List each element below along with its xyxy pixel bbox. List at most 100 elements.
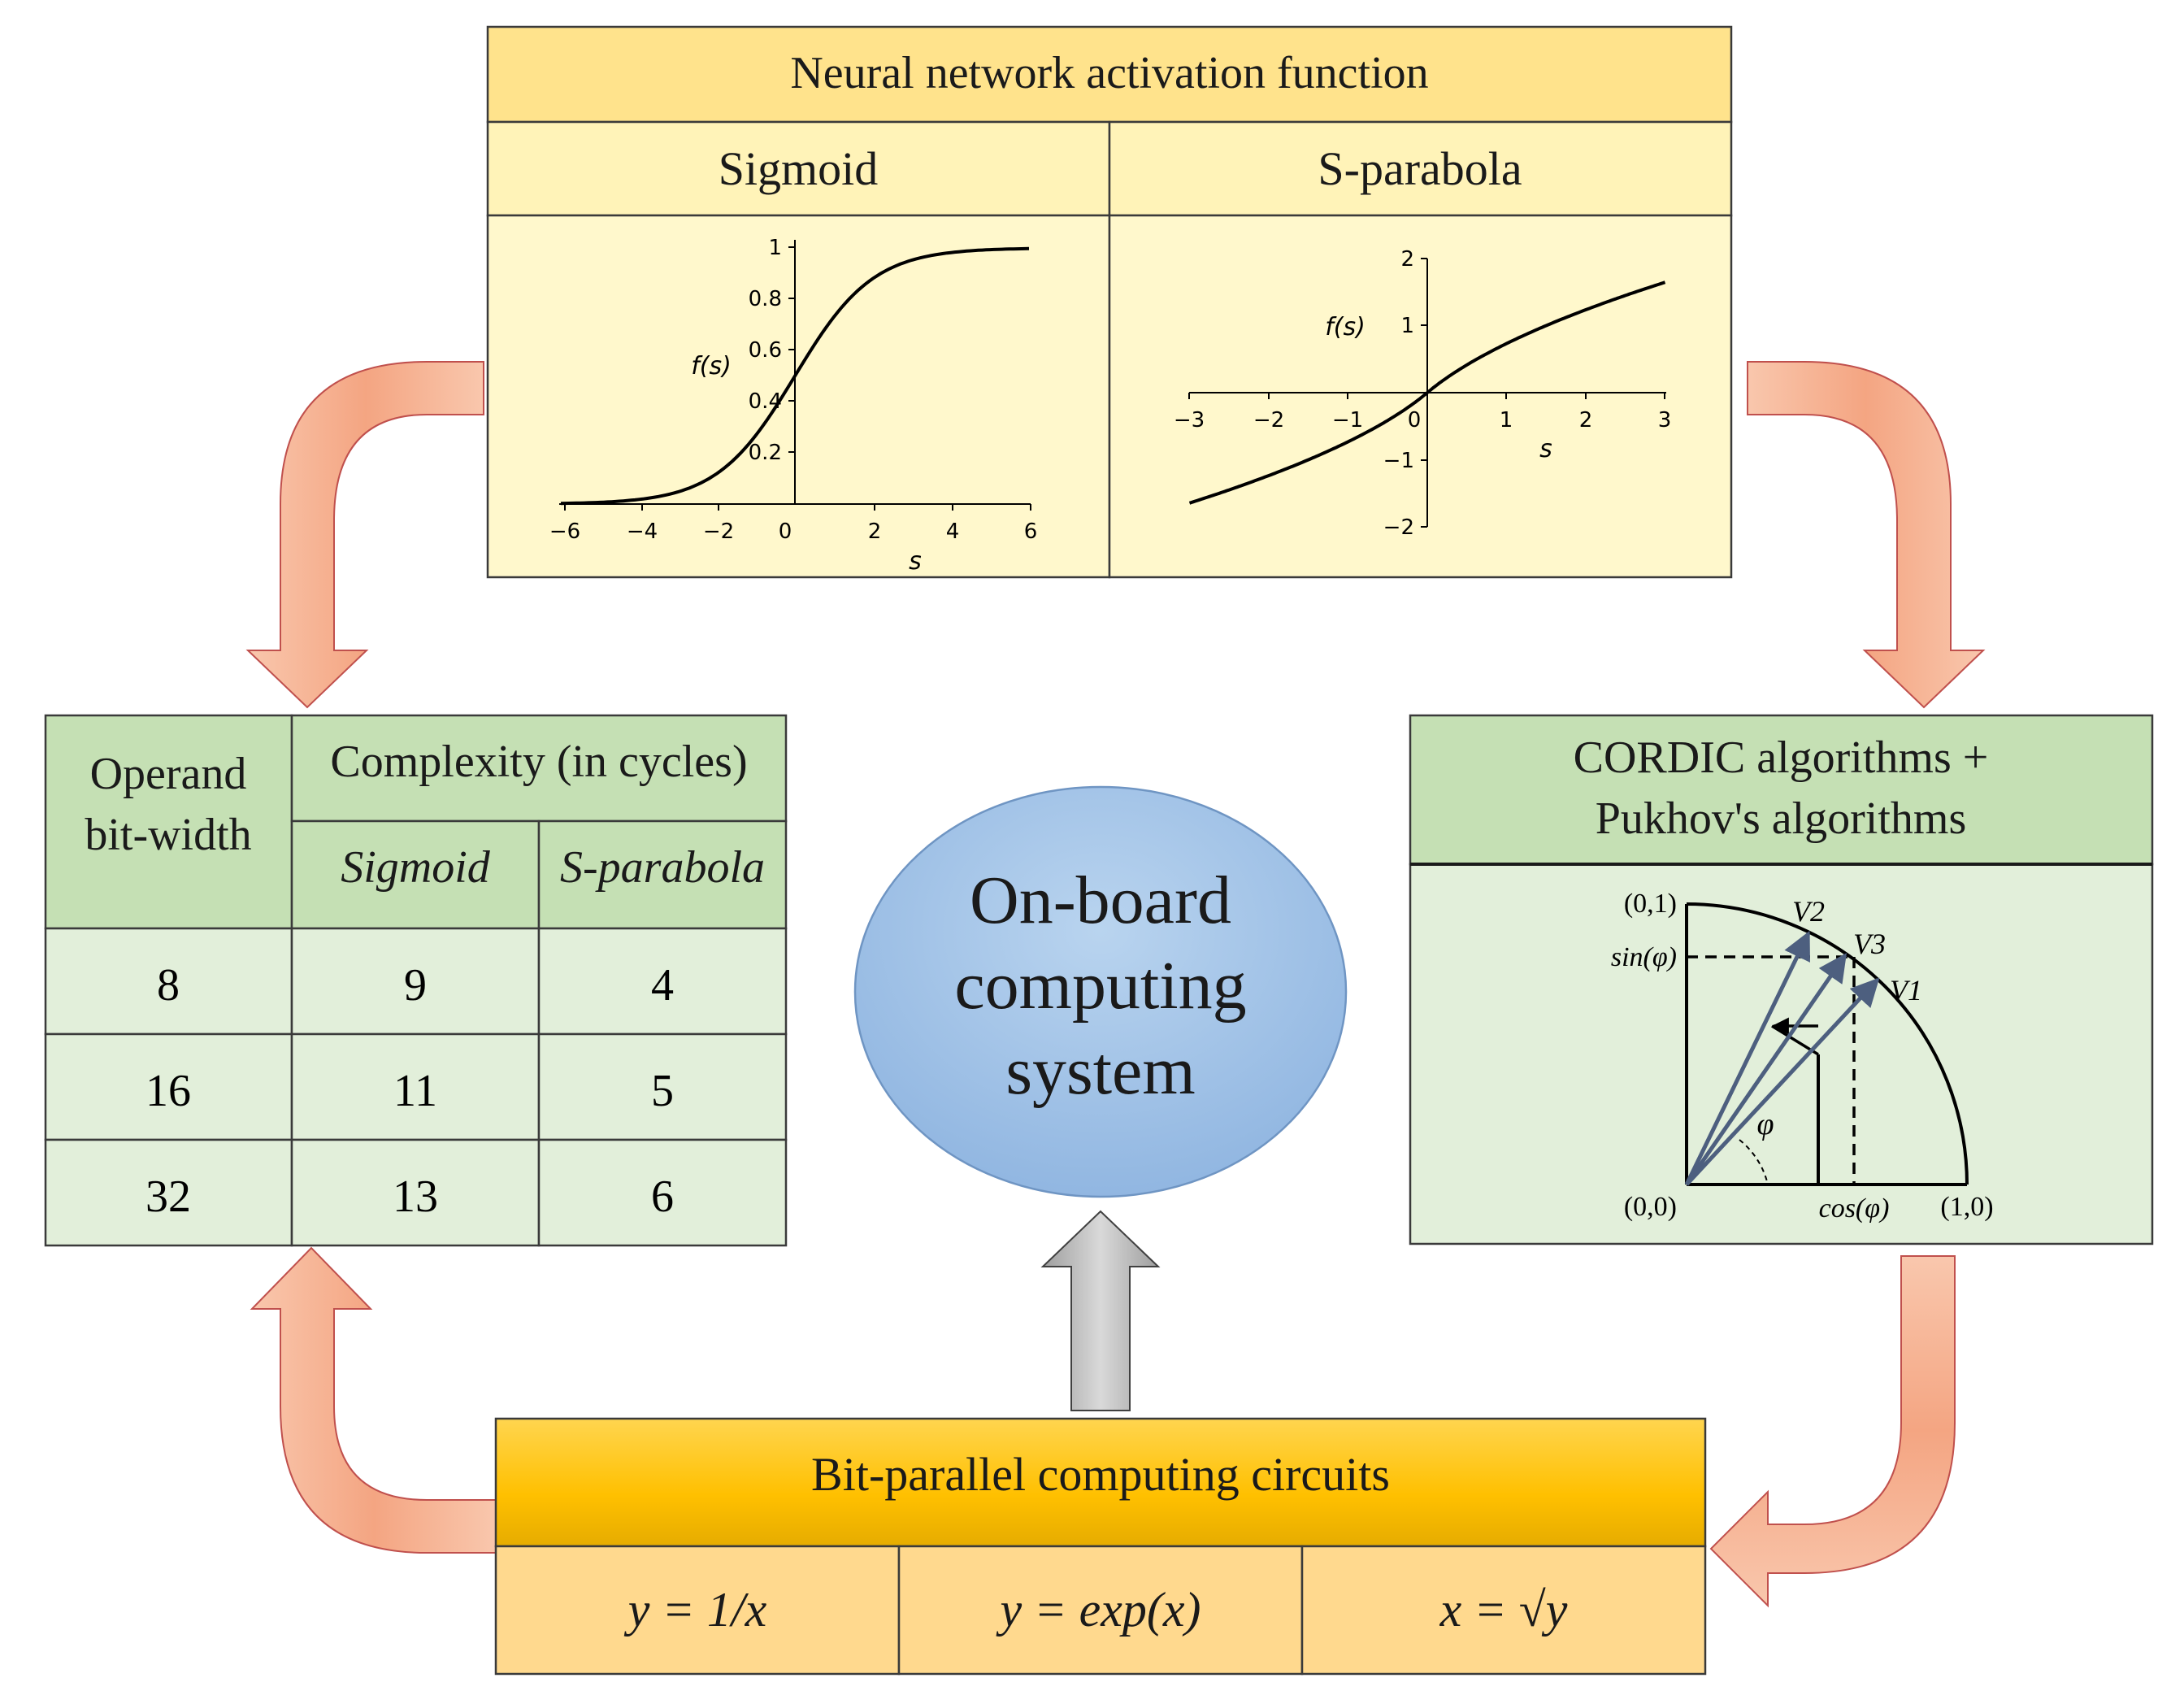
formula-reciprocal: y = 1/x <box>623 1583 767 1637</box>
formula-exponent: y = exp(x) <box>996 1583 1201 1637</box>
complexity-header-cell <box>290 714 788 823</box>
sigmoid-header: Sigmoid <box>719 142 879 195</box>
circuits-title-cell <box>494 1417 1707 1548</box>
sigmoid-xtick-label: 4 <box>946 519 960 544</box>
sigmoid-ytick-label: 0.2 <box>749 441 782 465</box>
cordic-title-cell <box>1409 714 2154 866</box>
row-sparabola-cycles: 4 <box>651 960 674 1011</box>
arrow-circuits-to-table <box>250 1246 497 1554</box>
cordic-title-line1: CORDIC algorithms + <box>1574 732 1989 783</box>
vector-v3 <box>1684 953 1847 1186</box>
formula-cell <box>1300 1545 1707 1676</box>
cordic-panel: CORDIC algorithms + Pukhov's algorithms … <box>1409 714 2154 1245</box>
phi-label: φ <box>1756 1107 1774 1141</box>
system-label-line1: On-board <box>970 863 1231 938</box>
sigmoid-plot: −6 −4 −2 0 2 4 6 0.2 0.4 0.6 0.8 1 f(s) … <box>549 236 1037 576</box>
sigmoid-y-ticks <box>788 246 795 453</box>
sparabola-subheader-cell <box>537 819 788 930</box>
activation-title-cell <box>486 25 1733 124</box>
vector-v1 <box>1685 977 1880 1186</box>
row-bit-width: 16 <box>145 1066 191 1116</box>
point-0-1-label: (0,1) <box>1624 889 1677 919</box>
cos-phi-label: cos(φ) <box>1819 1193 1890 1224</box>
sparabola-y-label: f(s) <box>1325 313 1366 341</box>
sigmoid-xtick-label: −6 <box>549 519 580 544</box>
sin-phi-label: sin(φ) <box>1611 942 1677 972</box>
row-sparabola-cycles: 5 <box>651 1066 674 1116</box>
operand-header-cell <box>44 714 293 930</box>
v1-label: V1 <box>1890 974 1922 1006</box>
sigmoid-xtick-label: −2 <box>703 519 734 544</box>
row-sigmoid-cycles: 13 <box>393 1172 438 1222</box>
point-1-0-label: (1,0) <box>1940 1192 1993 1222</box>
sigmoid-ytick-label: 0.8 <box>749 287 782 311</box>
table-row: 16 11 5 <box>44 1032 788 1141</box>
sparabola-header: S-parabola <box>1318 142 1522 195</box>
sigmoid-curve <box>560 246 1030 506</box>
circuits-panel: Bit-parallel computing circuits y = 1/x … <box>494 1417 1707 1676</box>
row-sigmoid-cycles: 11 <box>393 1066 437 1116</box>
activation-title: Neural network activation function <box>790 48 1428 98</box>
sparabola-xtick-label: −3 <box>1174 408 1205 433</box>
sigmoid-plot-cell <box>486 214 1111 579</box>
table-row: 8 9 4 <box>44 927 788 1036</box>
row-sigmoid-cycles: 9 <box>404 960 427 1011</box>
sparabola-xtick-label: −2 <box>1253 408 1284 433</box>
sparabola-ytick-label: −2 <box>1383 515 1414 540</box>
formula-cell <box>897 1545 1304 1676</box>
circuits-title: Bit-parallel computing circuits <box>811 1448 1390 1501</box>
sparabola-xtick-label: 2 <box>1579 408 1593 433</box>
table-row: 32 13 6 <box>44 1138 788 1247</box>
v2-label: V2 <box>1792 895 1825 928</box>
sigmoid-x-ticks <box>564 504 1031 511</box>
sparabola-ytick-label: 1 <box>1400 314 1414 338</box>
sparabola-xtick-label: 3 <box>1658 408 1672 433</box>
sigmoid-header-cell <box>486 120 1111 217</box>
onboard-system-ellipse: On-board computing system <box>853 785 1348 1198</box>
system-label-line3: system <box>1005 1033 1195 1109</box>
sparabola-subheader: S-parabola <box>560 842 765 893</box>
sparabola-y-ticks <box>1421 258 1427 528</box>
sigmoid-y-label: f(s) <box>691 352 732 380</box>
sparabola-ytick-label: 2 <box>1400 247 1414 272</box>
sparabola-ytick-label: −1 <box>1383 449 1414 473</box>
operand-header-line1: Operand <box>90 749 247 799</box>
sigmoid-xtick-label: −4 <box>627 519 658 544</box>
activation-panel: Neural network activation function Sigmo… <box>486 25 1733 579</box>
complexity-header: Complexity (in cycles) <box>330 737 747 787</box>
complexity-table: Operand bit-width Complexity (in cycles)… <box>44 714 788 1247</box>
unit-arc <box>1686 902 1969 1185</box>
sparabola-xtick-label: 1 <box>1500 408 1513 433</box>
arrow-cordic-to-circuits <box>1709 1255 1956 1608</box>
formula-sqrt: x = √y <box>1439 1583 1568 1637</box>
phi-angle-arc <box>1739 1139 1769 1185</box>
sparabola-xtick-label: 0 <box>1408 408 1422 433</box>
point-0-0-label: (0,0) <box>1624 1192 1677 1222</box>
sigmoid-subheader-cell <box>290 819 541 930</box>
system-label-line2: computing <box>954 948 1246 1024</box>
row-sparabola-cycles: 6 <box>651 1172 674 1222</box>
arrow-activation-to-cordic <box>1747 361 1986 709</box>
sparabola-header-cell <box>1108 120 1733 217</box>
row-bit-width: 32 <box>145 1172 191 1222</box>
sparabola-x-ticks <box>1188 393 1665 399</box>
sigmoid-ytick-label: 1 <box>768 236 782 260</box>
sigmoid-xtick-label: 2 <box>868 519 882 544</box>
sparabola-x-label: s <box>1539 435 1552 463</box>
cordic-diagram-cell <box>1409 863 2154 1245</box>
sigmoid-xtick-label: 6 <box>1024 519 1038 544</box>
sigmoid-x-label: s <box>909 547 922 576</box>
vector-v2 <box>1684 930 1811 1186</box>
v3-label: V3 <box>1853 928 1886 960</box>
arrow-activation-to-table <box>245 361 484 709</box>
sparabola-curve <box>1188 280 1666 505</box>
quarter-circle-diagram: (0,1) (0,0) (1,0) sin(φ) cos(φ) φ V2 V3 … <box>1611 889 1994 1224</box>
sigmoid-ytick-label: 0.6 <box>749 338 782 363</box>
sigmoid-xtick-label: 0 <box>779 519 792 544</box>
sigmoid-ytick-label: 0.4 <box>749 389 782 414</box>
cordic-title-line2: Pukhov's algorithms <box>1596 793 1967 844</box>
arrow-circuits-to-system <box>1040 1210 1161 1411</box>
sigmoid-subheader: Sigmoid <box>341 842 491 893</box>
formula-cell <box>494 1545 901 1676</box>
